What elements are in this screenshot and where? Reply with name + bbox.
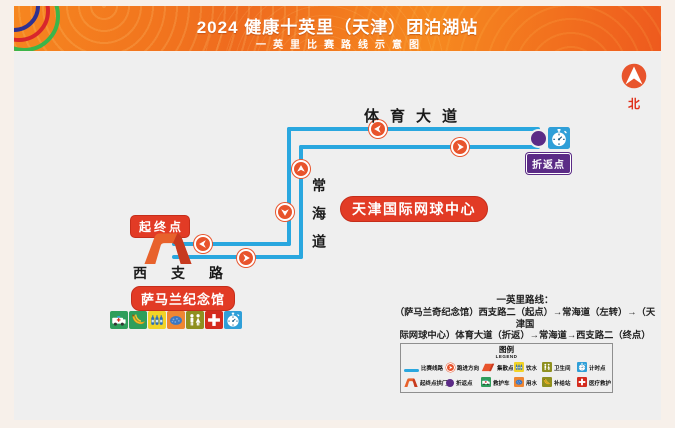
facility-icons-row bbox=[110, 311, 242, 334]
route-description-line: 际网球中心）体育大道（折返）→常海道→西支路二（终点） bbox=[399, 330, 651, 340]
medical-icon bbox=[205, 311, 223, 334]
legend-item-label: 比赛线路 bbox=[421, 366, 444, 372]
drinking-water-icon bbox=[148, 311, 166, 334]
timing-icon bbox=[224, 311, 242, 334]
drinking-water-icon bbox=[514, 359, 524, 377]
ambulance-icon bbox=[110, 311, 128, 334]
ambulance-icon bbox=[481, 374, 491, 392]
map-subtitle: 一英里比赛路线示意图 bbox=[256, 40, 426, 51]
sponge-icon bbox=[514, 374, 524, 392]
legend-item-label: 折返点 bbox=[456, 381, 473, 387]
legend-item-label: 饮水 bbox=[526, 366, 538, 372]
event-title: 2024 健康十英里（天津）团泊湖站 bbox=[196, 18, 479, 37]
start-arch-icon bbox=[404, 374, 418, 392]
road-label-tiyu-dadao: 体育大道 bbox=[364, 108, 469, 125]
route-segment-tiyu-outbound bbox=[299, 145, 540, 149]
route-description-title: 一英里路线： bbox=[496, 295, 554, 306]
direction-arrow-west-icon bbox=[194, 235, 212, 253]
legend-item: 用水 bbox=[514, 377, 537, 389]
legend-item-label: 救护车 bbox=[493, 381, 510, 387]
legend-item-label: 补给站 bbox=[554, 381, 571, 387]
turnaround-dot-icon bbox=[531, 131, 546, 146]
legend-item: 折返点 bbox=[446, 377, 473, 389]
legend-item: 卫生间 bbox=[542, 362, 571, 374]
route-map-panel: 折返点 体育大道 常海道 西支路 天津国际网球中心 起终点 萨马兰纪念馆 北 一… bbox=[14, 52, 661, 420]
turnaround-dot-icon bbox=[446, 374, 454, 392]
sponge-icon bbox=[167, 311, 185, 334]
north-label: 北 bbox=[627, 97, 640, 111]
start-finish-arch-icon bbox=[143, 232, 193, 269]
route-description-line: （萨马兰奇纪念馆）西支路二（起点）→常海道（左转）→（天津国 bbox=[394, 307, 656, 329]
legend-item-label: 跑进方向 bbox=[457, 366, 480, 372]
road-label-xizhi-lu: 西支路 bbox=[133, 265, 247, 281]
legend-subtitle: LEGEND bbox=[495, 354, 518, 359]
timing-icon bbox=[577, 359, 587, 377]
direction-arrow-south-icon bbox=[276, 203, 294, 221]
legend-item-label: 医疗救护 bbox=[589, 381, 612, 387]
timing-clock-icon bbox=[548, 127, 570, 154]
banana-supply-icon bbox=[542, 374, 552, 392]
legend-item: 集散点 bbox=[481, 362, 514, 374]
legend-item: 比赛线路 bbox=[404, 362, 443, 374]
route-description: 一英里路线： （萨马兰奇纪念馆）西支路二（起点）→常海道（左转）→（天津国 际网… bbox=[392, 295, 658, 342]
road-label-changhai-dao: 常海道 bbox=[311, 178, 327, 262]
route-segment-changhai-outbound bbox=[299, 145, 303, 259]
toilet-icon bbox=[542, 359, 552, 377]
legend-item-label: 计时点 bbox=[589, 366, 606, 372]
legend-item: 救护车 bbox=[481, 377, 510, 389]
legend-item-label: 用水 bbox=[526, 381, 538, 387]
legend-item: 饮水 bbox=[514, 362, 537, 374]
direction-arrow-east-icon bbox=[451, 138, 469, 156]
banana-supply-icon bbox=[129, 311, 147, 334]
legend-item: 补给站 bbox=[542, 377, 571, 389]
north-compass: 北 bbox=[613, 63, 655, 112]
route-segment-changhai-return bbox=[287, 127, 291, 246]
route-line-icon bbox=[404, 359, 419, 377]
legend-item: 医疗救护 bbox=[577, 377, 611, 389]
route-segment-xizhi-return bbox=[172, 242, 291, 246]
memorial-label: 萨马兰纪念馆 bbox=[131, 286, 236, 311]
legend-item-label: 起终点拱门 bbox=[420, 381, 448, 387]
north-arrow-icon bbox=[621, 63, 647, 93]
legend-item-label: 卫生间 bbox=[554, 366, 571, 372]
tennis-center-label: 天津国际网球中心 bbox=[340, 196, 488, 222]
turnaround-label: 折返点 bbox=[526, 153, 571, 174]
legend-item: 跑进方向 bbox=[446, 362, 479, 374]
legend-box: 图例 LEGEND 比赛线路 跑进方向 集散点 饮水 卫生间 计时点起终点拱门 折返点 救护车… bbox=[400, 343, 613, 393]
direction-arrow-west-icon bbox=[369, 120, 387, 138]
medical-icon bbox=[577, 374, 587, 392]
legend-item: 起终点拱门 bbox=[404, 377, 448, 389]
toilet-icon bbox=[186, 311, 204, 334]
assembly-flag-icon bbox=[481, 359, 495, 377]
legend-item-label: 集散点 bbox=[497, 366, 514, 372]
legend-title: 图例 bbox=[499, 345, 514, 354]
route-segment-tiyu-return bbox=[287, 127, 540, 131]
direction-arrow-icon bbox=[446, 359, 455, 377]
direction-arrow-north-icon bbox=[292, 160, 310, 178]
header-banner: 2024 健康十英里（天津）团泊湖站 一英里比赛路线示意图 bbox=[14, 6, 661, 51]
legend-item: 计时点 bbox=[577, 362, 606, 374]
direction-arrow-east-icon bbox=[237, 249, 255, 267]
